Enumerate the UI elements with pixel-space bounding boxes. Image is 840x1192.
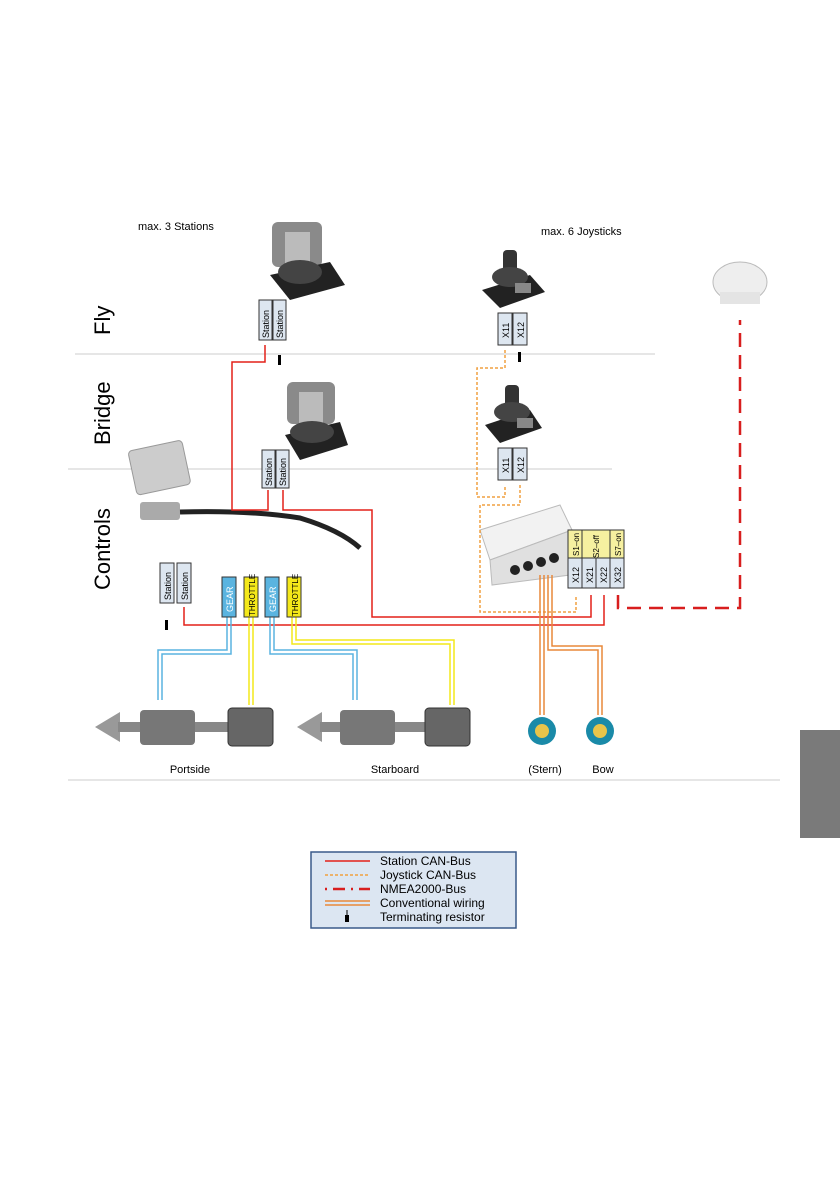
label-starboard: Starboard	[371, 764, 419, 776]
terminating-resistor	[518, 352, 521, 362]
svg-text:X11: X11	[501, 323, 511, 338]
joystick-fly	[482, 250, 545, 308]
drive-starboard	[297, 708, 470, 746]
svg-text:Station: Station	[278, 458, 288, 486]
svg-text:GEAR: GEAR	[268, 586, 278, 612]
legend-label: Conventional wiring	[380, 896, 485, 910]
svg-text:THROTTLE: THROTTLE	[248, 574, 257, 616]
note-stations: max. 3 Stations	[138, 221, 214, 233]
wiring-bow	[548, 575, 602, 715]
svg-text:X22: X22	[599, 567, 609, 583]
thruster-stern	[528, 717, 556, 745]
legend-label: Terminating resistor	[380, 910, 485, 924]
label-stern: (Stern)	[528, 764, 562, 776]
gear-wire-stbd	[270, 617, 357, 700]
label-bow: Bow	[592, 764, 613, 776]
svg-text:GEAR: GEAR	[225, 586, 235, 612]
svg-text:X11: X11	[501, 458, 511, 473]
thruster-bow	[586, 717, 614, 745]
svg-text:X21: X21	[585, 567, 595, 583]
section-bridge: Bridge	[90, 381, 115, 445]
svg-text:S2–off: S2–off	[592, 534, 601, 558]
note-joysticks: max. 6 Joysticks	[541, 226, 622, 238]
station-connector-bridge: Station Station	[262, 450, 289, 488]
svg-text:X32: X32	[613, 567, 623, 583]
svg-text:X12: X12	[516, 457, 526, 473]
gear-throttle-connectors: GEAR THROTTLE GEAR THROTTLE	[222, 574, 301, 617]
legend-label: Joystick CAN-Bus	[380, 868, 476, 882]
joystick-connector-fly: X11 X12	[498, 313, 527, 362]
drive-portside	[95, 708, 273, 746]
gear-wire-port	[158, 617, 231, 700]
svg-text:THROTTLE: THROTTLE	[291, 574, 300, 616]
control-lever-bridge	[285, 382, 348, 460]
control-lever-fly	[270, 222, 345, 300]
throttle-wire-port	[249, 617, 253, 705]
terminating-resistor	[278, 355, 281, 365]
throttle-wire-stbd	[292, 617, 454, 705]
joystick-connector-bridge: X11 X12	[498, 448, 527, 480]
section-fly: Fly	[90, 306, 115, 335]
station-connector-fly: Station Station	[259, 300, 286, 365]
svg-text:X12: X12	[516, 322, 526, 338]
connectors: Station Station Station Station X11 X12 …	[160, 300, 624, 630]
joystick-bridge	[485, 385, 542, 443]
svg-text:S1–on: S1–on	[572, 533, 581, 556]
gps-antenna	[713, 262, 767, 304]
svg-text:Station: Station	[275, 310, 285, 338]
legend-label: Station CAN-Bus	[380, 854, 471, 868]
svg-text:Station: Station	[264, 458, 274, 486]
hub-connectors: S1–on S2–off S7–on X12 X21 X22 X32	[568, 530, 624, 588]
chapter-tab	[800, 730, 840, 838]
legend-label: NMEA2000-Bus	[380, 882, 466, 896]
wiring-stern	[540, 575, 544, 715]
svg-text:Station: Station	[261, 310, 271, 338]
label-portside: Portside	[170, 764, 210, 776]
station-connector-controls: Station Station	[160, 563, 191, 630]
legend: Station CAN-Bus Joystick CAN-Bus NMEA200…	[311, 845, 516, 928]
svg-text:S7–on: S7–on	[614, 533, 623, 556]
control-unit	[128, 440, 360, 548]
terminating-resistor	[165, 620, 168, 630]
svg-text:Station: Station	[180, 572, 190, 600]
hub-module	[480, 505, 572, 585]
section-controls: Controls	[90, 508, 115, 590]
svg-text:Station: Station	[163, 572, 173, 600]
svg-text:X12: X12	[571, 567, 581, 583]
nmea2000-bus	[618, 320, 740, 608]
